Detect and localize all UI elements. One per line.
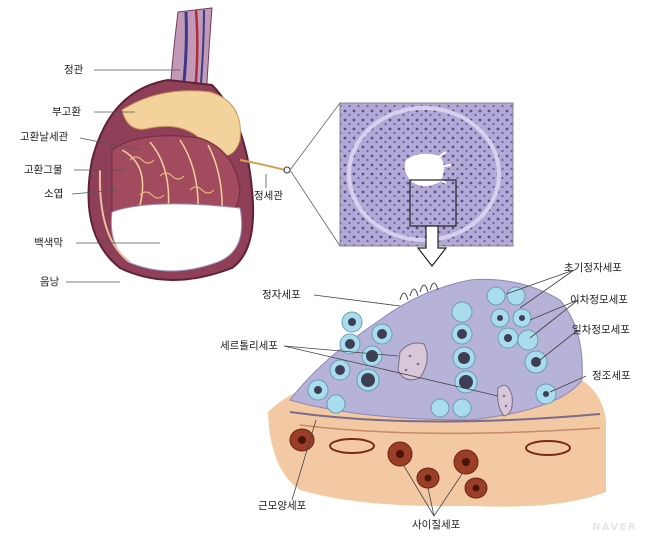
label-spermatid: 정조세포 [592,370,631,382]
label-rete-testis: 고환그물 [24,164,63,176]
label-lobule: 소엽 [44,188,64,200]
cell-leader-lines [283,269,587,517]
label-vas-deferens: 정관 [64,64,84,76]
label-seminiferous-tubule: 정세관 [254,190,283,202]
label-tunica-albuginea: 백색막 [34,237,63,249]
label-epididymis: 부고환 [52,106,81,118]
label-spermatogonia: 초기정자세포 [564,262,622,274]
zoom-arrow [416,225,448,267]
label-interstitial-cells: 사이질세포 [412,519,461,531]
label-efferent-ducts: 고환날세관 [20,131,69,143]
testis-leader-lines [66,69,267,283]
label-scrotum: 음낭 [40,276,60,288]
germ-cells [307,286,557,418]
tubule-micrograph [339,102,514,247]
label-sertoli-cells: 세르톨리세포 [220,340,278,352]
naver-watermark: NAVER [592,522,638,533]
label-spermatozoa: 정자세포 [262,289,301,301]
label-secondary-spermatocyte: 이차정모세포 [570,294,628,306]
label-myoid-cells: 근모양세포 [258,500,307,512]
testis-illustration [87,7,291,281]
label-primary-spermatocyte: 일차정모세포 [572,324,630,336]
epididymis-shape [121,90,241,157]
